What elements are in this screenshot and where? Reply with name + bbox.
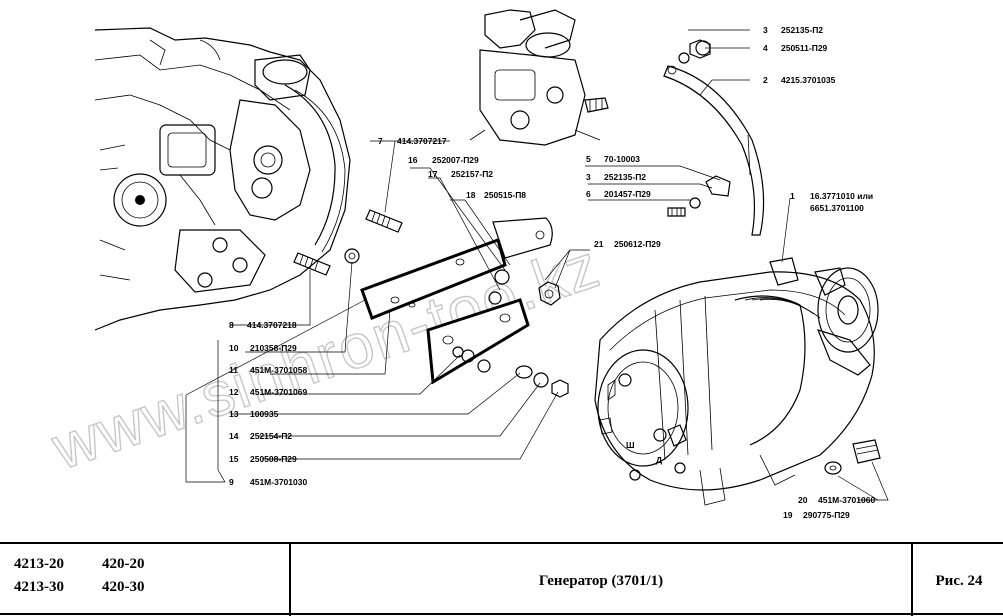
leader-lines (185, 29, 889, 501)
alternator-drawing: Д Ш (594, 257, 879, 506)
callout-part: 290775-П29 (803, 510, 850, 520)
callout-part: 451М-3701060 (818, 495, 875, 505)
title-block: 4213-20 420-20 4213-30 420-30 Генератор … (0, 542, 1003, 616)
callout-number: 10 (229, 343, 239, 353)
callout-number: 11 (229, 365, 238, 375)
callout-number: 14 (229, 431, 239, 441)
callout-part: 414.3707218 (247, 320, 297, 330)
callout-part: 451М-3701058 (250, 365, 307, 375)
callout-part: 70-10003 (604, 154, 640, 164)
stud-8-drawing (293, 252, 331, 276)
figure-number: Рис. 24 (936, 573, 983, 589)
callout-number: 15 (229, 454, 239, 464)
terminal-mark-sh: Ш (626, 440, 635, 450)
callout-part: 252135-П2 (604, 172, 646, 182)
stud-7-drawing (365, 209, 403, 233)
callout-number: 8 (229, 320, 234, 330)
callout-part: 414.3707217 (397, 136, 447, 146)
callout-number: 3 (763, 25, 768, 35)
callout-part: 252154-П2 (250, 431, 292, 441)
watermark: www.sinhron-too.kz (43, 231, 609, 483)
callout-part: 100935 (250, 409, 279, 419)
callout-number: 16 (408, 155, 418, 165)
callout-part: 252135-П2 (781, 25, 823, 35)
model-code: 420-30 (102, 579, 145, 595)
callout-part: 210358-П29 (250, 343, 297, 353)
model-code: 4213-20 (14, 556, 64, 572)
callout-part: 252157-П2 (451, 169, 493, 179)
callout-number: 9 (229, 477, 234, 487)
model-code: 420-20 (102, 556, 145, 572)
callout-part: 250508-П29 (250, 454, 297, 464)
callout-part: 250511-П29 (781, 43, 828, 53)
callout-part-alt: 6651.3701100 (810, 203, 864, 213)
callout-number: 12 (229, 387, 239, 397)
callout-number: 19 (783, 510, 793, 520)
callout-number: 18 (466, 190, 476, 200)
callout-part: 250612-П29 (614, 239, 661, 249)
callout-number: 20 (798, 495, 808, 505)
model-code: 4213-30 (14, 579, 64, 595)
callout-number: 4 (763, 43, 768, 53)
drawing-title: Генератор (3701/1) (539, 573, 663, 589)
adjusting-strap-drawing (663, 39, 765, 236)
water-pump-drawing (469, 9, 609, 146)
callout-number: 3 (586, 172, 591, 182)
terminal-mark-d: Д (656, 455, 662, 465)
callout-number: 13 (229, 409, 239, 419)
callout-number: 7 (378, 136, 383, 146)
callout-part: 250515-П8 (484, 190, 526, 200)
callout-number: 21 (594, 239, 604, 249)
callout-number: 1 (790, 191, 795, 201)
callout-part: 201457-П29 (604, 189, 651, 199)
callout-number: 2 (763, 75, 768, 85)
callout-labels: 3 252135-П2 4 250511-П29 2 4215.3701035 … (229, 25, 875, 520)
callout-part: 16.3771010 или (810, 191, 873, 201)
callout-number: 5 (586, 154, 591, 164)
callout-part: 4215.3701035 (781, 75, 836, 85)
callout-number: 17 (428, 169, 438, 179)
callout-part: 451М-3701069 (250, 387, 307, 397)
callout-part: 252007-П29 (432, 155, 479, 165)
engine-block-drawing (94, 27, 351, 331)
callout-number: 6 (586, 189, 591, 199)
callout-part: 451М-3701030 (250, 477, 307, 487)
